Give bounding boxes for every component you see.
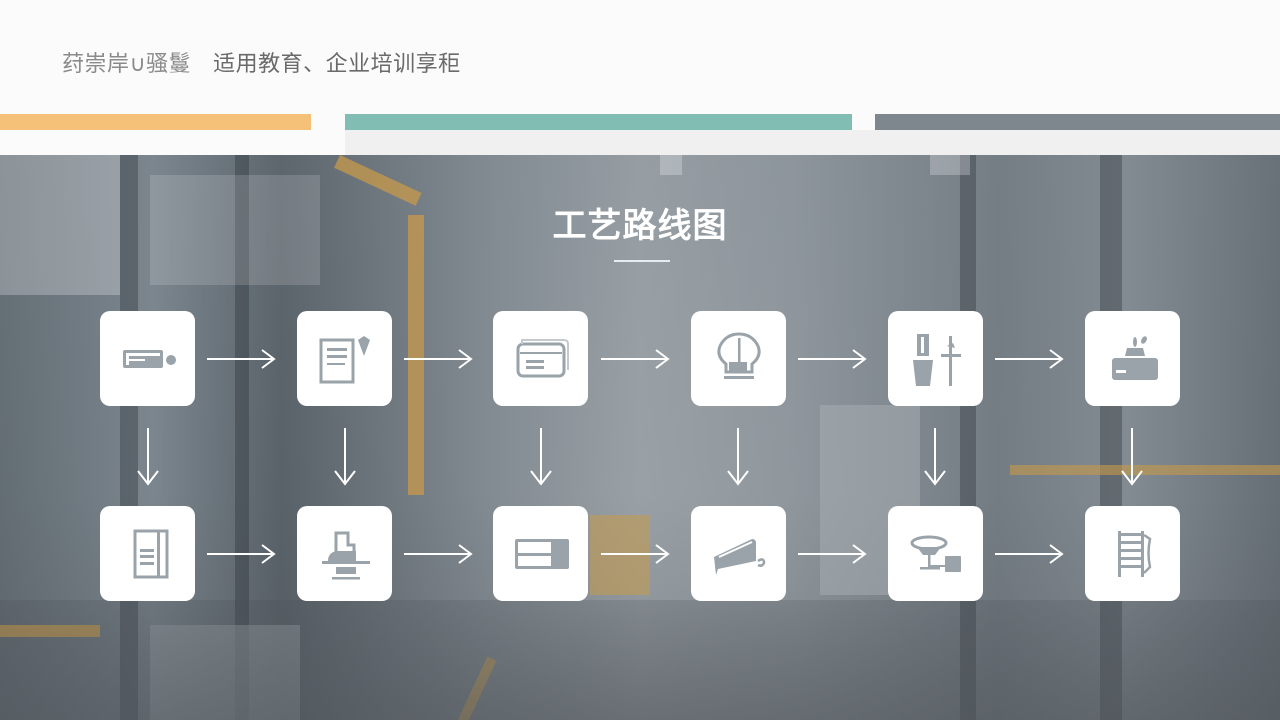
document-with-tag-icon bbox=[319, 335, 370, 383]
id-card-icon bbox=[122, 349, 176, 368]
bulb-gauge-icon bbox=[716, 331, 761, 379]
arrow-right-icon bbox=[798, 349, 868, 369]
process-node-1[interactable] bbox=[100, 311, 195, 406]
stacked-cards-icon bbox=[516, 338, 569, 377]
factory-background bbox=[0, 155, 1280, 720]
accent-stripe-teal bbox=[345, 114, 852, 130]
arrow-right-icon bbox=[207, 349, 277, 369]
process-node-7[interactable] bbox=[100, 506, 195, 601]
arrow-right-icon bbox=[995, 544, 1065, 564]
arrow-down-icon bbox=[1121, 428, 1143, 486]
arrow-down-icon bbox=[334, 428, 356, 486]
process-node-6[interactable] bbox=[1085, 311, 1180, 406]
arrow-down-icon bbox=[924, 428, 946, 486]
workbench-icon bbox=[1111, 335, 1158, 380]
accent-stripe-orange bbox=[0, 114, 311, 130]
brand-text: 荮崇岸∪骚鬘 bbox=[62, 52, 192, 77]
header-shade bbox=[345, 130, 1280, 155]
accent-stripe-gray bbox=[875, 114, 1280, 130]
arrow-right-icon bbox=[601, 349, 671, 369]
arrow-right-icon bbox=[601, 544, 671, 564]
process-node-8[interactable] bbox=[297, 506, 392, 601]
tools-cup-icon bbox=[912, 333, 961, 386]
arrow-down-icon bbox=[137, 428, 159, 486]
process-node-4[interactable] bbox=[691, 311, 786, 406]
header: 荮崇岸∪骚鬘适用教育、企业培训享秬 bbox=[0, 0, 1280, 155]
panel-document-icon bbox=[133, 529, 168, 578]
process-node-5[interactable] bbox=[888, 311, 983, 406]
title-underline bbox=[614, 260, 670, 262]
process-node-9[interactable] bbox=[493, 506, 588, 601]
shelf-rack-icon bbox=[1117, 530, 1151, 577]
arrow-down-icon bbox=[530, 428, 552, 486]
press-machine-icon bbox=[321, 531, 370, 579]
process-node-10[interactable] bbox=[691, 506, 786, 601]
process-node-12[interactable] bbox=[1085, 506, 1180, 601]
page-title: 工艺路线图 bbox=[552, 206, 728, 246]
arrow-right-icon bbox=[404, 544, 474, 564]
process-node-3[interactable] bbox=[493, 311, 588, 406]
header-subtitle: 适用教育、企业培训享秬 bbox=[213, 52, 461, 77]
arrow-down-icon bbox=[727, 428, 749, 486]
blade-icon bbox=[713, 538, 765, 575]
arrow-right-icon bbox=[798, 544, 868, 564]
arrow-right-icon bbox=[404, 349, 474, 369]
process-node-2[interactable] bbox=[297, 311, 392, 406]
split-panel-icon bbox=[514, 538, 569, 569]
arrow-right-icon bbox=[207, 544, 277, 564]
process-node-11[interactable] bbox=[888, 506, 983, 601]
arrow-right-icon bbox=[995, 349, 1065, 369]
header-title: 荮崇岸∪骚鬘适用教育、企业培训享秬 bbox=[62, 46, 461, 78]
antenna-station-icon bbox=[910, 535, 961, 572]
